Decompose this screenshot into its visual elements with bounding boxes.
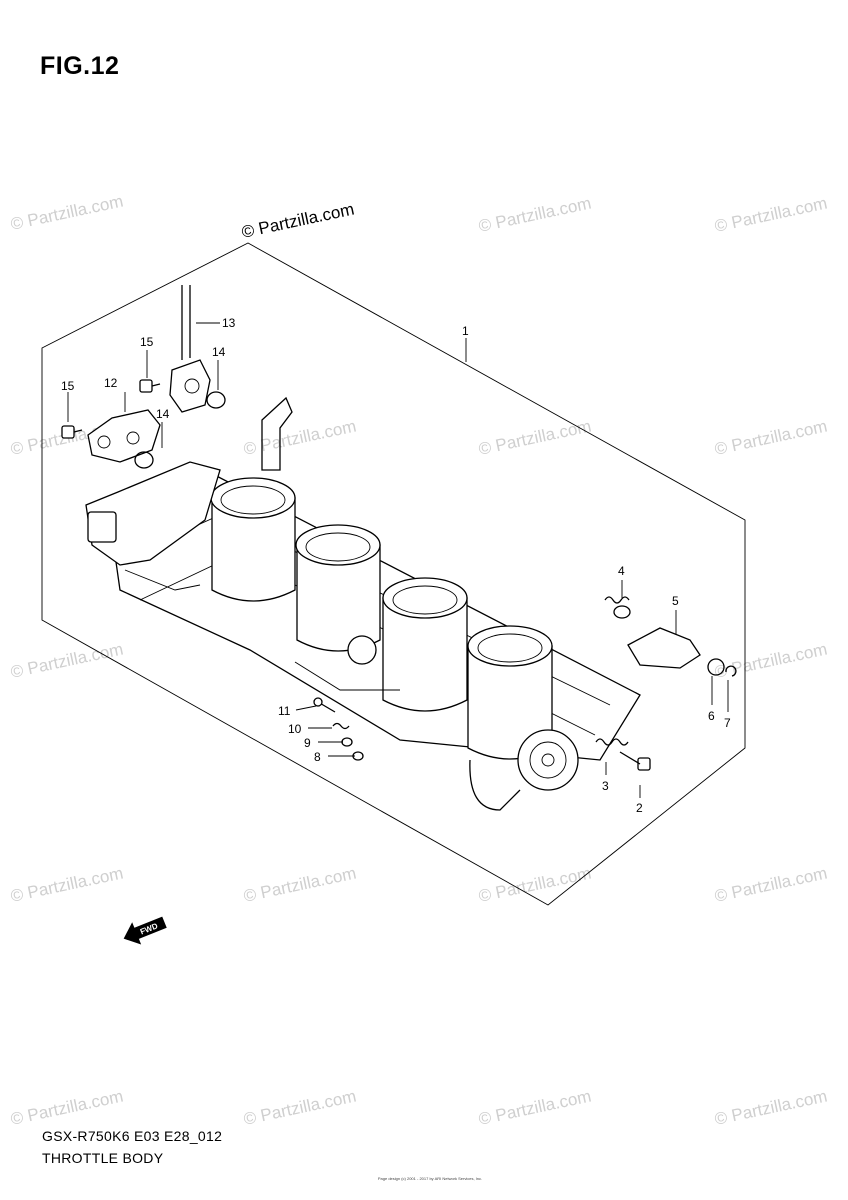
callout-12: 12 xyxy=(104,376,118,390)
throttle-bore xyxy=(295,524,381,652)
callout-4: 4 xyxy=(618,564,625,578)
o-ring xyxy=(134,451,154,469)
callout-1: 1 xyxy=(462,324,469,338)
small-spring xyxy=(332,722,350,730)
model-code: GSX-R750K6 E03 E28_012 xyxy=(42,1128,223,1144)
callout-7: 7 xyxy=(724,716,731,730)
small-washer xyxy=(341,737,353,747)
watermark: © Partzilla.com xyxy=(242,1087,358,1129)
callout-6: 6 xyxy=(708,709,715,723)
throttle-bore xyxy=(210,477,296,602)
callout-15-upper: 15 xyxy=(140,335,154,349)
watermark: © Partzilla.com xyxy=(9,1087,125,1129)
throttle-position-sensor xyxy=(87,409,161,463)
callouts: 1 2 3 4 5 6 7 8 9 10 11 12 13 14 14 15 1… xyxy=(61,316,731,815)
throttle-bore xyxy=(382,577,468,712)
forward-direction-arrow: FWD xyxy=(123,916,167,945)
e-clip xyxy=(725,665,737,677)
callout-13: 13 xyxy=(222,316,236,330)
leader-lines xyxy=(67,322,729,798)
watermark: © Partzilla.com xyxy=(242,417,358,459)
screw xyxy=(61,425,83,439)
callout-8: 8 xyxy=(314,750,321,764)
watermark: © Partzilla.com xyxy=(9,192,125,234)
adjust-screw xyxy=(619,751,651,771)
o-ring xyxy=(206,391,226,409)
callout-2: 2 xyxy=(636,801,643,815)
fine-print: Page design (c) 2001 - 2017 by ARI Netwo… xyxy=(377,1176,483,1181)
watermark: © Partzilla.com xyxy=(477,194,593,236)
callout-14-lower: 14 xyxy=(156,407,170,421)
watermark: © Partzilla.com xyxy=(713,864,829,906)
watermark: © Partzilla.com xyxy=(242,864,358,906)
watermark: © Partzilla.com xyxy=(713,194,829,236)
figure-title: FIG.12 xyxy=(40,52,120,80)
watermark: © Partzilla.com xyxy=(713,1087,829,1129)
washer xyxy=(707,658,725,676)
callout-9: 9 xyxy=(304,736,311,750)
throttle-bore xyxy=(467,625,553,760)
watermark: © Partzilla.com xyxy=(477,417,593,459)
screw xyxy=(139,379,161,393)
assembly-boundary xyxy=(41,242,746,906)
callout-15-lower: 15 xyxy=(61,379,75,393)
watermark: © Partzilla.com xyxy=(477,1087,593,1129)
callout-3: 3 xyxy=(602,779,609,793)
secondary-throttle-sensor xyxy=(169,285,211,413)
watermark: © Partzilla.com xyxy=(713,640,829,682)
watermark: © Partzilla.com xyxy=(9,864,125,906)
watermark: © Partzilla.com xyxy=(477,864,593,906)
section-title: THROTTLE BODY xyxy=(42,1150,164,1166)
throttle-body-assembly xyxy=(85,396,641,811)
callout-10: 10 xyxy=(288,722,302,736)
callout-11: 11 xyxy=(278,704,291,718)
idle-spring xyxy=(595,738,629,746)
lever xyxy=(627,627,701,669)
callout-5: 5 xyxy=(672,594,679,608)
small-screw xyxy=(313,697,336,713)
watermark: © Partzilla.com xyxy=(9,640,125,682)
callout-14-upper: 14 xyxy=(212,345,226,359)
copyright-mark: © Partzilla.com xyxy=(240,200,356,242)
spring xyxy=(604,596,631,619)
watermark: © Partzilla.com xyxy=(713,417,829,459)
